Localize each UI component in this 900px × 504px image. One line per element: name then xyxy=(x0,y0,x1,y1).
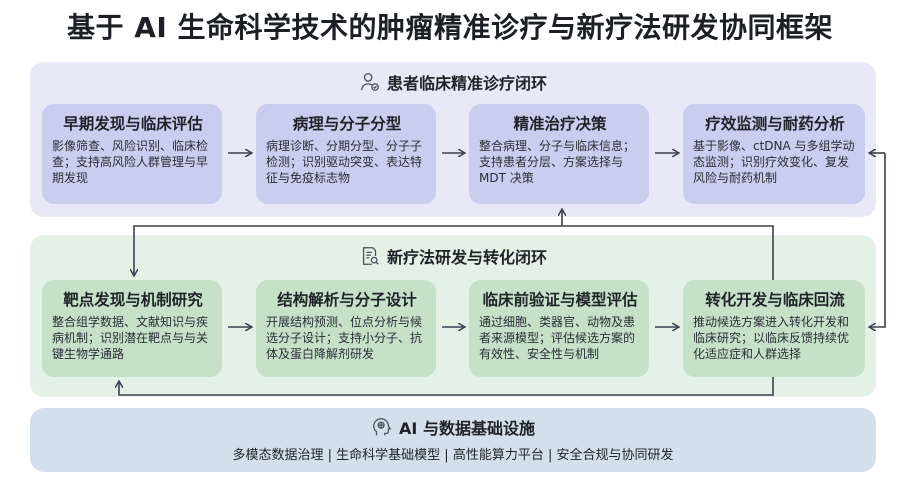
card-body: 推动候选方案进入转化开发和临床研究；以临床反馈持续优化适应症和人群选择 xyxy=(693,315,850,361)
card-target-discovery: 靶点发现与机制研究 整合组学数据、文献知识与疾病机制；识别潜在靶点与与关键生物学… xyxy=(42,280,222,377)
card-title: 早期发现与临床评估 xyxy=(63,115,203,133)
card-title: 病理与分子分型 xyxy=(292,115,402,133)
rd-loop-header: 新疗法研发与转化闭环 xyxy=(30,244,876,268)
clinical-loop-title: 患者临床精准诊疗闭环 xyxy=(386,74,547,93)
card-title: 疗效监测与耐药分析 xyxy=(705,115,845,133)
card-early-detection: 早期发现与临床评估 影像筛查、风险识别、临床检查；支持高风险人群管理与早期发现 xyxy=(42,104,222,204)
card-title: 临床前验证与模型评估 xyxy=(482,291,638,309)
card-body: 整合病理、分子与临床信息；支持患者分层、方案选择与 MDT 决策 xyxy=(479,139,636,185)
infrastructure-panel: AI 与数据基础设施 多模态数据治理 | 生命科学基础模型 | 高性能算力平台 … xyxy=(30,408,876,472)
infrastructure-items: 多模态数据治理 | 生命科学基础模型 | 高性能算力平台 | 安全合规与协同研发 xyxy=(232,448,674,463)
clinical-loop-header: 患者临床精准诊疗闭环 xyxy=(30,70,876,94)
card-title: 靶点发现与机制研究 xyxy=(63,291,203,309)
card-structure-design: 结构解析与分子设计 开展结构预测、位点分析与候选分子设计；支持小分子、抗体及蛋白… xyxy=(256,280,436,377)
rd-loop-title: 新疗法研发与转化闭环 xyxy=(386,248,547,267)
card-efficacy-monitoring: 疗效监测与耐药分析 基于影像、ctDNA 与多组学动态监测；识别疗效变化、复发风… xyxy=(683,104,865,204)
card-translation-feedback: 转化开发与临床回流 推动候选方案进入转化开发和临床研究；以临床反馈持续优化适应症… xyxy=(683,280,865,377)
card-body: 基于影像、ctDNA 与多组学动态监测；识别疗效变化、复发风险与耐药机制 xyxy=(693,139,855,185)
card-title: 转化开发与临床回流 xyxy=(705,291,845,309)
card-pathology-molecular: 病理与分子分型 病理诊断、分期分型、分子子检测；识别驱动突变、表达特征与免疫标志… xyxy=(256,104,436,204)
infrastructure-title: AI 与数据基础设施 xyxy=(399,419,535,438)
card-body: 开展结构预测、位点分析与候选分子设计；支持小分子、抗体及蛋白降解剂研发 xyxy=(266,315,423,361)
ai-brain-head-icon xyxy=(373,418,392,436)
card-title: 精准治疗决策 xyxy=(513,115,607,133)
card-preclinical-validation: 临床前验证与模型评估 通过细胞、类器官、动物及患者来源模型；评估候选方案的有效性… xyxy=(469,280,649,377)
user-check-icon xyxy=(361,73,379,91)
card-body: 通过细胞、类器官、动物及患者来源模型；评估候选方案的有效性、安全性与机制 xyxy=(479,315,636,361)
document-search-icon xyxy=(362,247,379,265)
page-title: 基于 AI 生命科学技术的肿瘤精准诊疗与新疗法研发协同框架 xyxy=(66,11,834,44)
card-body: 病理诊断、分期分型、分子子检测；识别驱动突变、表达特征与免疫标志物 xyxy=(266,139,423,185)
infrastructure-header: AI 与数据基础设施 xyxy=(30,415,876,439)
card-title: 结构解析与分子设计 xyxy=(277,291,417,309)
card-body: 影像筛查、风险识别、临床检查；支持高风险人群管理与早期发现 xyxy=(52,139,209,185)
card-precision-treatment: 精准治疗决策 整合病理、分子与临床信息；支持患者分层、方案选择与 MDT 决策 xyxy=(469,104,649,204)
card-body: 整合组学数据、文献知识与疾病机制；识别潜在靶点与与关键生物学通路 xyxy=(52,315,209,361)
